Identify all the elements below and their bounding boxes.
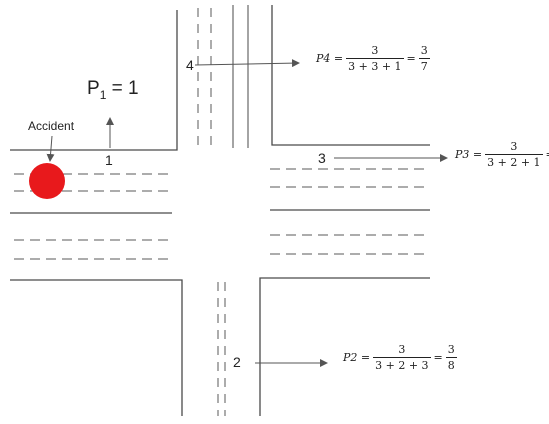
road-3-label: 3 (318, 150, 326, 166)
south-road (10, 277, 430, 416)
road-4-arrow (194, 59, 300, 68)
south-lane-markings (217, 282, 226, 416)
accident-label: Accident (28, 119, 75, 133)
road-4-label: 4 (186, 57, 194, 73)
accident-pointer-arrow (46, 135, 55, 162)
accident-marker (29, 163, 65, 199)
p3-equation: P3 = 33 + 2 + 1= 12 (455, 140, 549, 169)
north-road (10, 5, 430, 151)
road-2-label: 2 (233, 354, 241, 370)
east-lane-markings (270, 168, 428, 255)
north-lane-markings (197, 8, 212, 148)
road-1-label: 1 (105, 152, 113, 168)
p1-label: P1 = 1 (87, 78, 139, 102)
